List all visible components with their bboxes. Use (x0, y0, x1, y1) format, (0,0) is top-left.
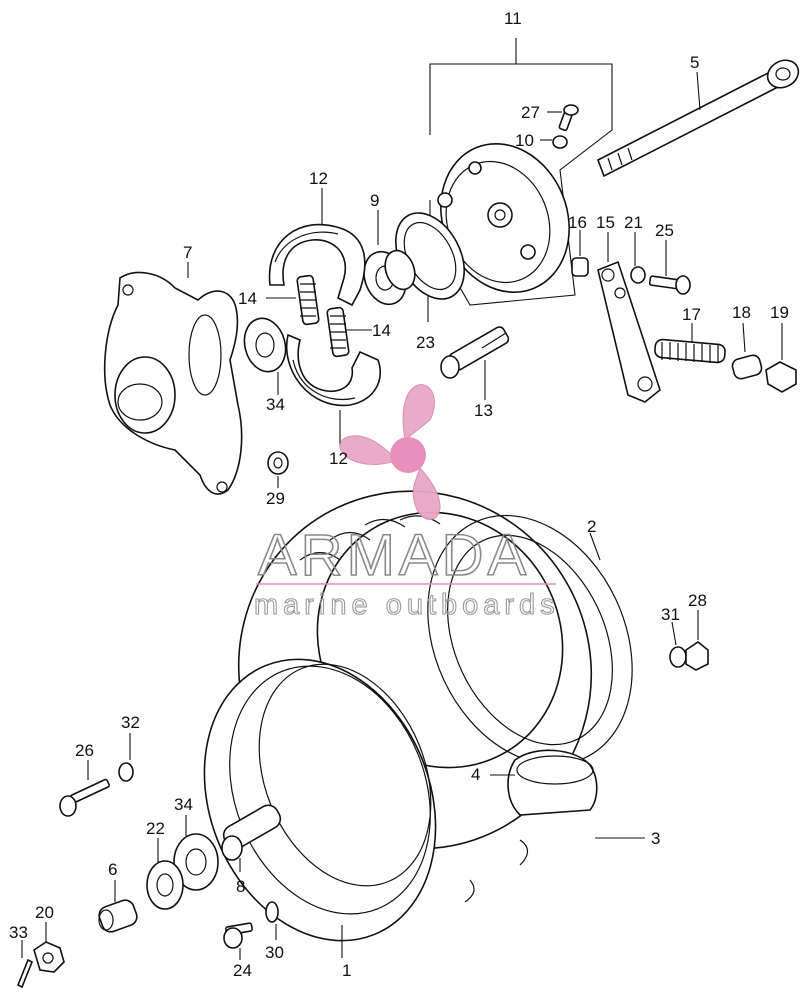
callout-3: 3 (651, 829, 660, 848)
callout-24: 24 (233, 961, 252, 980)
callout-27: 27 (521, 103, 540, 122)
callout-13: 13 (474, 401, 493, 420)
adjust-nut-19 (765, 323, 797, 393)
bolt-26 (59, 760, 110, 817)
callout-8: 8 (236, 877, 245, 896)
callout-34-lower: 34 (174, 795, 193, 814)
inner-tube (490, 749, 598, 816)
rim-rear (427, 514, 633, 766)
nut-10 (540, 135, 568, 149)
callout-29: 29 (266, 489, 285, 508)
callout-23: 23 (416, 333, 435, 352)
washer-21 (630, 232, 646, 284)
callout-31: 31 (661, 605, 680, 624)
callout-4: 4 (471, 765, 480, 784)
callout-12-upper: 12 (309, 169, 328, 188)
callout-7: 7 (183, 243, 192, 262)
cotter-pin-33 (16, 940, 34, 989)
watermark-logo-center (390, 437, 426, 473)
spring-14-lower (326, 306, 372, 358)
axle (597, 59, 800, 178)
callout-26: 26 (75, 741, 94, 760)
speedometer-gear (363, 210, 416, 306)
wheel-hub (103, 262, 243, 495)
brake-arm (597, 232, 661, 403)
callout-2: 2 (587, 517, 596, 536)
callout-labels: 1 2 3 4 5 6 7 8 9 10 11 12 12 13 14 14 1… (9, 9, 789, 980)
seal-22 (146, 838, 184, 910)
bearing-34-lower (173, 815, 219, 891)
callout-34-upper: 34 (266, 395, 285, 414)
brake-shoe-lower (285, 333, 381, 446)
bolt-27 (547, 104, 579, 132)
callout-22: 22 (146, 819, 165, 838)
callout-19: 19 (770, 303, 789, 322)
callout-11: 11 (504, 9, 522, 28)
brake-shoe-upper (268, 188, 366, 307)
brake-cam (440, 326, 510, 400)
bolt-24 (223, 922, 253, 960)
spring-14-upper (266, 274, 320, 326)
pin-18 (731, 322, 763, 380)
callout-6: 6 (108, 860, 117, 879)
collar-6 (98, 880, 138, 933)
callout-33: 33 (9, 923, 28, 942)
nut-29 (267, 451, 289, 488)
callout-5: 5 (690, 53, 699, 72)
callout-12-lower: 12 (329, 449, 348, 468)
watermark-logo (339, 384, 441, 520)
collar-16 (571, 230, 589, 277)
bearing-34-upper (243, 317, 287, 395)
washer-31 (669, 621, 687, 668)
callout-16: 16 (568, 213, 587, 232)
callout-30: 30 (265, 943, 284, 962)
callout-17: 17 (682, 305, 701, 324)
callout-1: 1 (342, 961, 351, 980)
watermark-subtitle: marine outboards (254, 589, 560, 621)
axle-nut-20 (33, 922, 65, 973)
callout-14-right: 14 (372, 321, 391, 340)
callout-10: 10 (515, 131, 534, 150)
return-spring-17 (654, 323, 726, 364)
callout-14-left: 14 (238, 289, 257, 308)
callout-18: 18 (732, 303, 751, 322)
watermark-title: ARMADA (258, 523, 530, 588)
callout-32: 32 (121, 713, 140, 732)
spacer-8 (221, 804, 282, 872)
callout-28: 28 (688, 591, 707, 610)
callout-15: 15 (596, 213, 615, 232)
callout-21: 21 (624, 213, 643, 232)
callout-9: 9 (370, 191, 379, 210)
washer-30 (265, 901, 279, 940)
nut-28 (685, 610, 709, 671)
callout-25: 25 (655, 221, 674, 240)
callout-20: 20 (35, 903, 54, 922)
rim-front (203, 658, 437, 958)
bolt-25 (648, 240, 691, 295)
washer-32 (118, 733, 134, 782)
